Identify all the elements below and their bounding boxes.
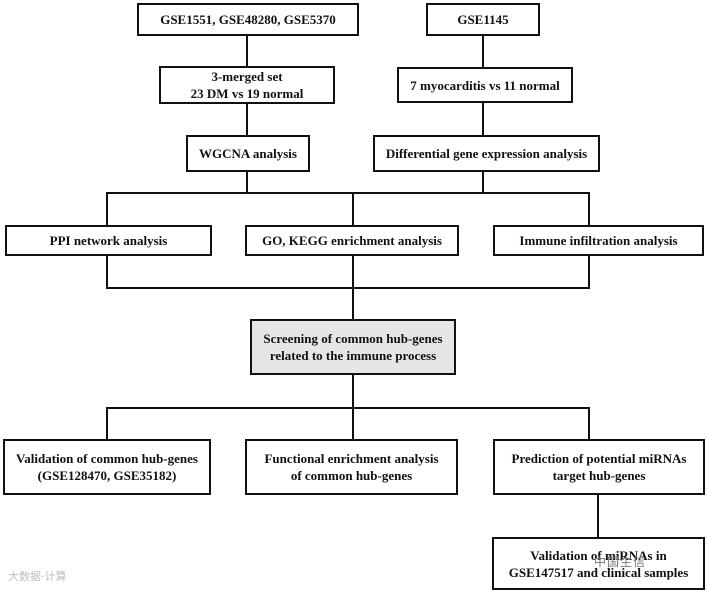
screening-line-1: Screening of common hub-genes — [263, 331, 443, 346]
ppi-label: PPI network analysis — [49, 233, 168, 248]
validation-box: Validation of common hub-genes (GSE12847… — [3, 439, 211, 495]
merged-set-line-2: 23 DM vs 19 normal — [190, 86, 304, 101]
go-kegg-label: GO, KEGG enrichment analysis — [262, 233, 442, 248]
merged-set-box: 3-merged set 23 DM vs 19 normal — [159, 66, 335, 104]
watermark-right: 中国生信 — [594, 555, 647, 569]
wgcna-label: WGCNA analysis — [199, 146, 297, 161]
functional-line-1: Functional enrichment analysis — [264, 451, 439, 466]
mirna-prediction-box: Prediction of potential miRNAs target hu… — [493, 439, 705, 495]
watermark-left: 大数据·计算 — [8, 570, 67, 583]
wgcna-box: WGCNA analysis — [186, 135, 310, 172]
dataset-a-label: GSE1551, GSE48280, GSE5370 — [160, 12, 336, 27]
functional-line-2: of common hub-genes — [290, 468, 413, 483]
dataset-b-box: GSE1145 — [426, 3, 540, 36]
mirna-line-2: target hub-genes — [552, 468, 646, 483]
deg-box: Differential gene expression analysis — [373, 135, 600, 172]
mirna-validation-line-2: GSE147517 and clinical samples — [508, 564, 689, 580]
myocarditis-label: 7 myocarditis vs 11 normal — [410, 77, 560, 93]
mirna-line-1: Prediction of potential miRNAs — [511, 451, 687, 466]
validation-line-1: Validation of common hub-genes — [16, 451, 198, 466]
functional-enrichment-box: Functional enrichment analysis of common… — [245, 439, 458, 495]
ppi-box: PPI network analysis — [5, 225, 212, 256]
immune-infiltration-box: Immune infiltration analysis — [493, 225, 704, 256]
deg-label: Differential gene expression analysis — [385, 146, 588, 161]
mirna-validation-box: Validation of miRNAs in GSE147517 and cl… — [492, 537, 705, 590]
go-kegg-box: GO, KEGG enrichment analysis — [245, 225, 459, 256]
merged-set-line-1: 3-merged set — [211, 69, 283, 84]
mirna-validation-line-1: Validation of miRNAs in — [530, 547, 667, 563]
dataset-a-box: GSE1551, GSE48280, GSE5370 — [137, 3, 359, 36]
dataset-b-label: GSE1145 — [457, 12, 509, 27]
validation-line-2: (GSE128470, GSE35182) — [37, 468, 177, 483]
screening-box: Screening of common hub-genes related to… — [250, 319, 456, 375]
screening-line-2: related to the immune process — [269, 348, 437, 363]
myocarditis-box: 7 myocarditis vs 11 normal — [397, 67, 573, 103]
immune-infiltration-label: Immune infiltration analysis — [519, 233, 678, 248]
